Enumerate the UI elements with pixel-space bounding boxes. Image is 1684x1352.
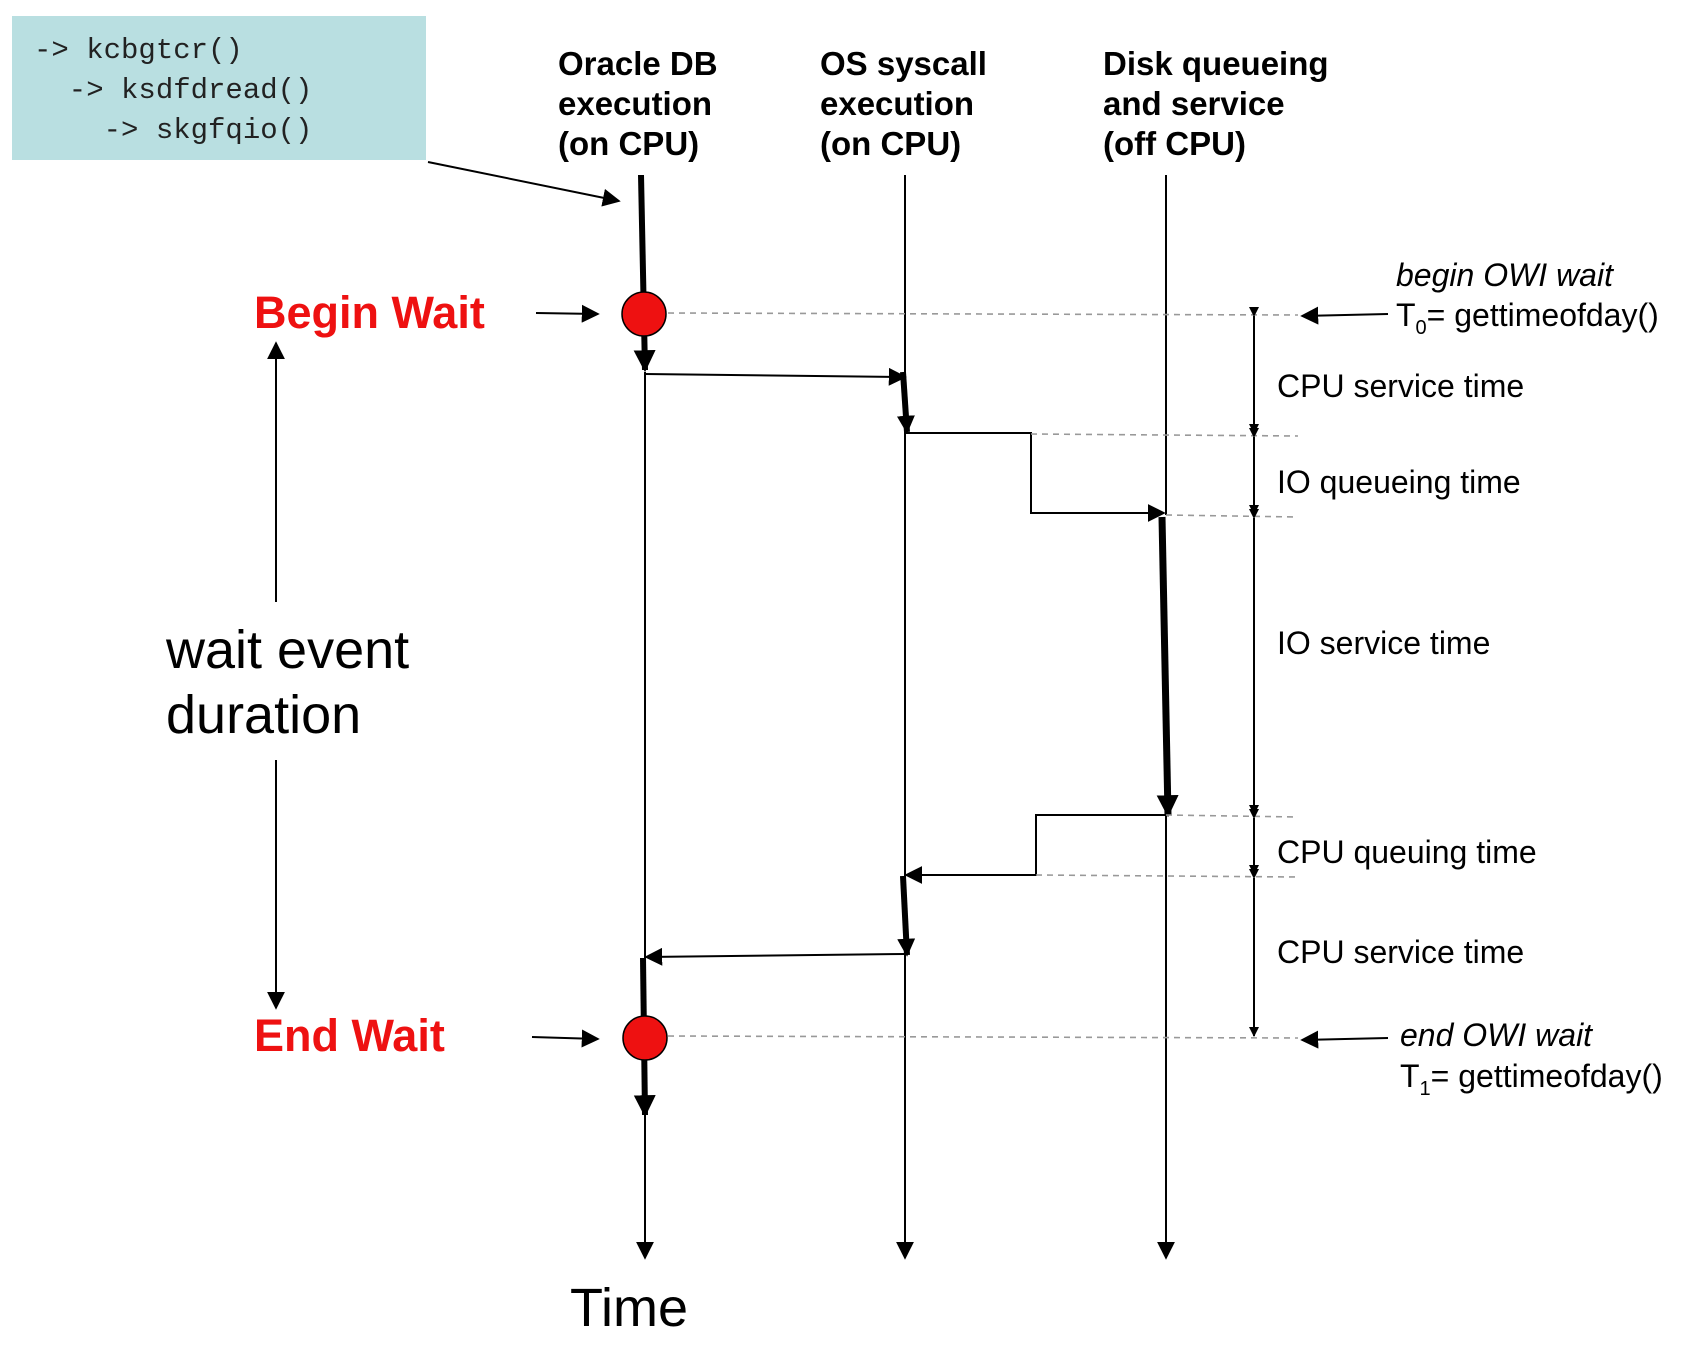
guide-begin-wait [667,312,1299,316]
begin-wait-arrow [535,304,600,323]
flow-arrows [644,367,1166,966]
dashed-guides [667,312,1299,1039]
begin-wait-group: Begin Wait [254,287,667,338]
oracle-header-line-2: execution [558,85,712,122]
disk-service-segment [1156,516,1179,818]
begin-wait-label: Begin Wait [254,287,485,338]
owi-begin-timestamp: T0= gettimeofday() [1396,297,1659,339]
disk-header-line-1: Disk queueing [1103,45,1329,82]
os-header-line-1: OS syscall [820,45,987,82]
oracle-oncpu-segment-1 [633,174,656,373]
os-header-line-3: (on CPU) [820,125,961,162]
label-cpu-queuing: CPU queuing time [1277,834,1537,870]
end-wait-marker [622,1015,668,1061]
guide-io-submit [1030,433,1299,437]
call-stack-background [12,16,426,160]
owi-end-timestamp: T1= gettimeofday() [1400,1058,1663,1100]
owi-end-title: end OWI wait [1400,1017,1593,1053]
label-io-queueing: IO queueing time [1277,464,1521,500]
end-wait-label: End Wait [254,1010,445,1061]
duration-label-line-1: wait event [165,620,409,680]
column-header-disk: Disk queueing and service (off CPU) [1103,45,1329,162]
label-cpu-service-2: CPU service time [1277,934,1524,970]
os-header-line-2: execution [820,85,974,122]
oracle-header-line-3: (on CPU) [558,125,699,162]
column-header-oracle: Oracle DB execution (on CPU) [558,45,718,162]
guide-io-complete [1165,814,1299,818]
owi-begin-annotation: begin OWI wait T0= gettimeofday() [1300,257,1659,339]
end-wait-group: End Wait [254,1010,668,1061]
begin-wait-marker [621,291,667,337]
os-oncpu-segment-1 [896,371,915,434]
oracle-header-line-1: Oracle DB [558,45,718,82]
call-stack-line-3: -> skgfqio() [34,114,312,147]
column-header-os: OS syscall execution (on CPU) [820,45,987,162]
end-wait-arrow [531,1029,600,1048]
flow-os-to-oracle [644,947,906,966]
duration-indicator: wait event duration [165,341,409,1010]
guide-end-wait [667,1035,1299,1039]
call-stack-line-1: -> kcbgtcr() [34,34,243,67]
disk-header-line-2: and service [1103,85,1285,122]
disk-header-line-3: (off CPU) [1103,125,1246,162]
owi-begin-arrow [1300,306,1389,325]
guide-io-start [1165,514,1299,518]
owi-begin-title: begin OWI wait [1396,257,1614,293]
label-cpu-service-1: CPU service time [1277,368,1524,404]
flow-disk-to-os [904,814,1166,884]
time-axis-label: Time [570,1278,688,1338]
os-timeline [896,175,916,1260]
owi-end-arrow [1300,1030,1389,1049]
oracle-timeline [633,174,656,1260]
duration-label-line-2: duration [166,685,361,745]
call-stack-line-2: -> ksdfdread() [34,74,312,107]
disk-timeline [1156,175,1179,1260]
os-oncpu-segment-2 [897,875,916,957]
call-stack-pointer-arrow [427,161,621,207]
owi-end-annotation: end OWI wait T1= gettimeofday() [1300,1017,1663,1100]
label-io-service: IO service time [1277,625,1490,661]
flow-os-to-disk [905,432,1166,522]
call-stack-box: -> kcbgtcr() -> ksdfdread() -> skgfqio() [12,16,426,160]
flow-oracle-to-os [644,367,907,386]
